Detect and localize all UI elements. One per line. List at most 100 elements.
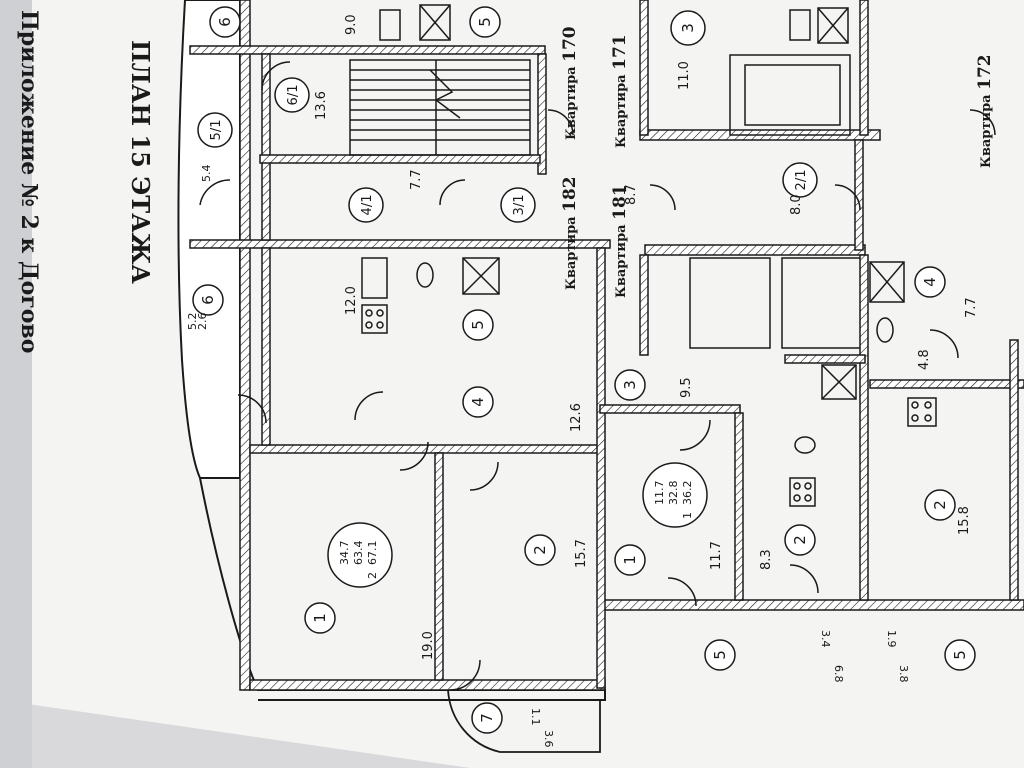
- summary-total: 32.8: [667, 481, 680, 506]
- area-label: 1.1: [529, 708, 542, 726]
- room-marker: 5: [711, 650, 729, 660]
- summary-living: 34.7: [338, 541, 351, 566]
- apartment-172-label: Квартира: [979, 94, 994, 168]
- wall-r7: [859, 0, 869, 136]
- area-label: 5.4: [200, 165, 213, 183]
- svg-text:Квартира 170: Квартира 170: [560, 26, 580, 140]
- summary-rooms: 1: [681, 512, 694, 519]
- summary-apartment-left: 34.7 63.4 67.1 2: [327, 522, 393, 588]
- apartment-181-label: Квартира: [614, 224, 629, 298]
- summary-rooms: 2: [366, 572, 379, 579]
- svg-text:Квартира 182: Квартира 182: [560, 176, 580, 290]
- wall-h1: [189, 45, 546, 55]
- apartment-182-label: Квартира: [564, 216, 579, 290]
- wall-r6: [639, 0, 649, 136]
- corridor-wall-bottom: [644, 244, 866, 256]
- page-margin: [0, 0, 32, 768]
- area-label: 4.8: [917, 349, 932, 370]
- room-marker: 3: [621, 380, 639, 390]
- area-label: 8.3: [759, 549, 774, 570]
- room-marker: 4/1: [360, 195, 375, 216]
- room-marker: 4: [469, 397, 487, 407]
- room-marker: 3: [679, 23, 697, 33]
- room-marker: 2: [931, 500, 949, 510]
- summary-total: 63.4: [352, 541, 365, 566]
- wall-h4: [259, 154, 541, 164]
- apartment-182-number: 182: [560, 176, 580, 212]
- area-label: 1.9: [885, 630, 898, 648]
- wall-h2: [189, 239, 611, 249]
- svg-text:Квартира 172: Квартира 172: [975, 54, 995, 168]
- area-label: 19.0: [421, 631, 436, 660]
- area-label: 3.4: [819, 630, 832, 648]
- corridor-wall-v: [854, 139, 864, 251]
- summary-apartment-right: 11.7 32.8 36.2 1: [642, 462, 708, 528]
- area-label: 5.2: [186, 313, 199, 331]
- wall-h3: [249, 444, 601, 454]
- room-markers: 6 5 3 5/1 6/1 4/1 3/1 2/1 6 5 4 4 3 1 2 …: [192, 6, 976, 734]
- room-marker: 5/1: [209, 120, 224, 141]
- apartment-170-number: 170: [560, 26, 580, 62]
- summary-total-balcony: 36.2: [681, 481, 694, 506]
- apartment-171-label: Квартира: [614, 74, 629, 148]
- area-label: 3.6: [542, 730, 555, 748]
- area-label: 9.5: [679, 377, 694, 398]
- svg-text:Квартира 181: Квартира 181: [610, 184, 630, 298]
- room-marker: 2/1: [794, 170, 809, 191]
- room-marker: 5: [469, 320, 487, 330]
- balcony: [447, 689, 601, 753]
- room-marker: 5: [951, 650, 969, 660]
- apartment-171-number: 171: [610, 34, 630, 70]
- svg-text:Квартира 171: Квартира 171: [610, 34, 630, 148]
- area-label: 12.6: [569, 403, 584, 432]
- room-marker: 5: [476, 17, 494, 27]
- room-marker: 1: [311, 613, 329, 623]
- room-marker: 6: [216, 17, 234, 27]
- plan-title: ПЛАН 15 ЭТАЖА: [126, 40, 155, 284]
- room-marker: 4: [921, 277, 939, 287]
- wall-v4: [434, 452, 444, 681]
- room-marker: 6: [199, 295, 217, 305]
- area-label: 6.8: [832, 665, 845, 683]
- area-label: 12.0: [344, 286, 359, 315]
- wall-r5: [869, 379, 1024, 389]
- fixtures: [361, 9, 937, 507]
- summary-living: 11.7: [653, 481, 666, 506]
- wall-r4: [784, 354, 866, 364]
- lift-wall: [639, 254, 649, 356]
- area-label: 2.6: [196, 313, 209, 331]
- area-label: 15.8: [957, 506, 972, 535]
- room-marker: 2: [531, 545, 549, 555]
- outer-wall-left: [239, 0, 251, 691]
- lift-upper-cab: [744, 64, 841, 126]
- area-label: 7.7: [964, 297, 979, 318]
- area-label: 9.0: [344, 14, 359, 35]
- appendix-text: Приложение № 2 к Догово: [16, 10, 42, 353]
- area-label: 11.7: [709, 541, 724, 570]
- wall-v5: [596, 247, 606, 689]
- apartment-181-number: 181: [610, 184, 630, 220]
- outer-wall-bottom-right: [599, 599, 1024, 611]
- area-label: 7.7: [409, 169, 424, 190]
- area-label: 11.0: [677, 61, 692, 90]
- wall-r2: [734, 412, 744, 601]
- wall-r3: [859, 254, 869, 601]
- ventilation-shafts: [419, 4, 905, 400]
- curved-facade: [177, 0, 241, 479]
- stairwell: [349, 59, 531, 156]
- room-marker: 6/1: [286, 85, 301, 106]
- outer-wall-bottom: [249, 679, 606, 691]
- wall-r8: [1009, 339, 1019, 601]
- room-marker: 7: [478, 713, 496, 723]
- lift-left: [689, 257, 771, 349]
- wall-v2: [261, 247, 271, 446]
- wall-v1: [261, 53, 271, 241]
- area-label: 15.7: [574, 539, 589, 568]
- lift-upper: [729, 54, 851, 136]
- room-marker: 3/1: [512, 195, 527, 216]
- apartment-labels: Квартира 170 Квартира 171 Квартира 172 К…: [560, 26, 995, 298]
- apartment-170-label: Квартира: [564, 66, 579, 140]
